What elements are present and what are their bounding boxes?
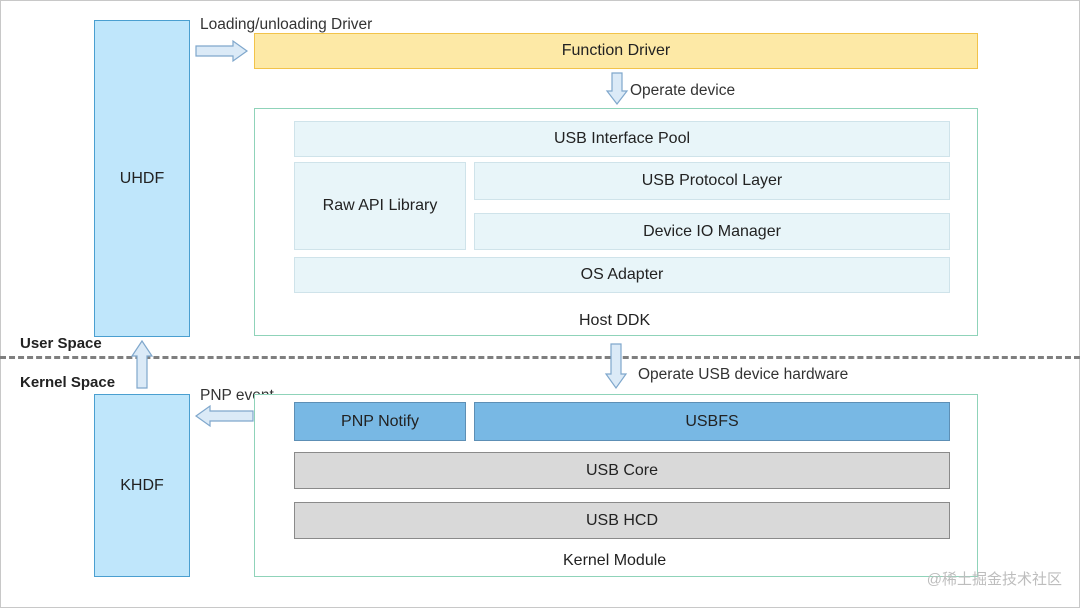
host-ddk-label: Host DDK [579,312,651,329]
khdf-label: KHDF [120,476,164,494]
os-adapter-block: OS Adapter [294,257,950,293]
operate-usb-hardware-note: Operate USB device hardware [638,366,849,383]
watermark: @稀土掘金技术社区 [926,571,1062,588]
raw-api-library-block: Raw API Library [294,162,466,250]
arrow-left-icon [194,404,254,428]
kernel-space-label: Kernel Space [20,374,116,391]
kernel-module-label: Kernel Module [563,552,667,569]
usb-core-label: USB Core [585,461,659,479]
usb-interface-pool-label: USB Interface Pool [553,130,691,147]
arrow-right-icon [195,39,249,63]
usb-protocol-layer-block: USB Protocol Layer [474,162,950,200]
pnp-notify-block: PNP Notify [294,402,466,441]
usbfs-block: USBFS [474,402,950,441]
device-io-manager-label: Device IO Manager [643,222,781,240]
usb-protocol-layer-label: USB Protocol Layer [641,172,783,189]
uhdf-block: UHDF [94,20,190,337]
space-divider [0,356,1080,359]
arrow-down-icon [604,343,628,390]
raw-api-library-label: Raw API Library [322,197,438,214]
usb-core-block: USB Core [294,452,950,489]
usbfs-label: USBFS [685,412,739,430]
pnp-notify-label: PNP Notify [341,412,419,430]
arrow-down-icon [605,72,629,105]
operate-device-note: Operate device [630,82,736,99]
usb-interface-pool-block: USB Interface Pool [294,121,950,157]
khdf-block: KHDF [94,394,190,577]
os-adapter-label: OS Adapter [580,266,664,283]
uhdf-label: UHDF [119,169,165,187]
device-io-manager-block: Device IO Manager [474,213,950,250]
loading-unloading-note: Loading/unloading Driver [200,16,373,33]
usb-hcd-label: USB HCD [585,511,658,529]
user-space-label: User Space [20,335,102,352]
arrow-up-icon [130,339,154,389]
function-driver-block: Function Driver [254,33,978,69]
function-driver-label: Function Driver [561,42,671,59]
usb-hcd-block: USB HCD [294,502,950,539]
